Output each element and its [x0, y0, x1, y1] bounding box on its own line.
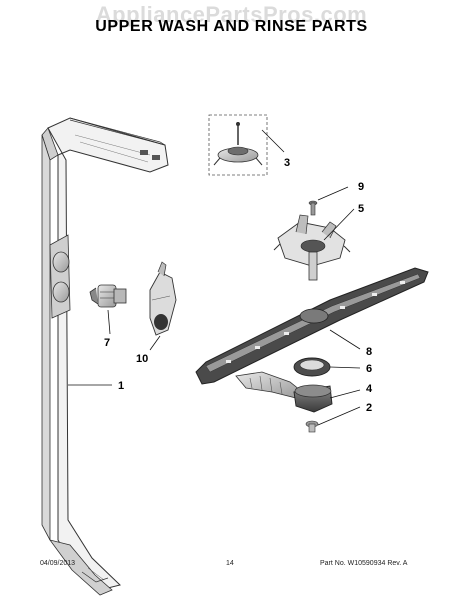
watermark: AppliancePartsPros.com: [95, 2, 368, 27]
callout-10: 10: [136, 353, 148, 365]
callout-7: 7: [104, 337, 110, 349]
hub-part-4: [293, 384, 333, 413]
leader-7: [107, 309, 111, 335]
footer-date: 04/09/2013: [40, 560, 76, 567]
bracket-part-10: [149, 261, 177, 336]
callout-2: 2: [366, 402, 372, 414]
callout-9: 9: [358, 181, 364, 193]
callout-8: 8: [366, 346, 372, 358]
footer-page-number: 14: [226, 560, 234, 567]
flex-hose-part: [235, 371, 301, 399]
leader-8: [329, 329, 361, 350]
callout-5: 5: [358, 203, 364, 215]
nut-part-2: [305, 420, 319, 433]
leader-4: [329, 389, 361, 399]
leader-3: [261, 129, 285, 153]
callout-4: 4: [366, 383, 373, 395]
leader-6: [329, 366, 361, 369]
callout-1: 1: [118, 380, 124, 392]
leader-5: [323, 208, 355, 241]
page-title: UPPER WASH AND RINSE PARTS: [95, 18, 368, 35]
callout-3: 3: [284, 157, 290, 169]
spray-arm-mount-part-5: [273, 214, 351, 281]
spray-arm-part-8: [195, 267, 429, 385]
leader-9: [317, 186, 349, 201]
supply-tube-part: [41, 117, 169, 596]
leader-2: [317, 406, 361, 426]
footer-part-number: Part No. W10590934 Rev. A: [320, 560, 408, 567]
callout-6: 6: [366, 363, 372, 375]
detail-box-part-3: [208, 114, 268, 176]
screw-part-9: [308, 200, 318, 216]
leader-10: [149, 335, 161, 351]
inlet-connector-part-7: [89, 284, 127, 308]
leader-lines: [68, 129, 361, 426]
seal-ring-part-6: [293, 357, 331, 377]
callout-labels: 1 2 3 4 5 6 7 8 9 10: [104, 157, 373, 414]
